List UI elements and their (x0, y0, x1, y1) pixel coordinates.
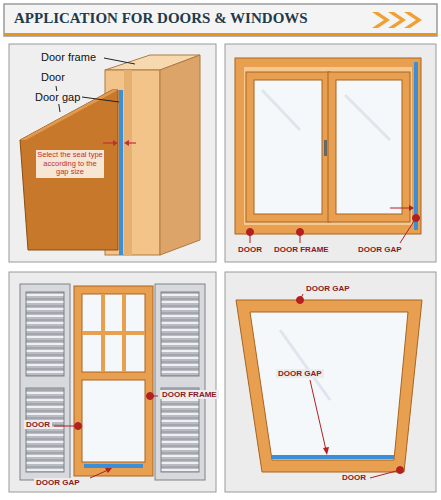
header-bar (404, 12, 422, 28)
part-label: DOOR FRAME (160, 390, 219, 399)
awning-window-drawing (236, 300, 422, 472)
seal-strip (119, 90, 123, 255)
window-drawing (345, 95, 390, 140)
header-bar (4, 4, 437, 36)
leader-line (150, 396, 158, 397)
part-label: Door frame (40, 51, 97, 64)
leader-line (54, 426, 78, 427)
gap-arrows (103, 142, 114, 143)
part-label: DOOR GAP (34, 478, 82, 487)
window-drawing (254, 80, 322, 214)
sash-window-drawing (74, 286, 153, 476)
part-label: DOOR GAP (356, 245, 404, 254)
leader-line (400, 218, 416, 243)
awning-window-drawing (250, 312, 408, 460)
window-drawing (246, 72, 330, 222)
door-frame-drawing (160, 55, 200, 255)
window-drawing (262, 90, 300, 130)
panel-frame (225, 44, 436, 262)
leader-line (409, 205, 414, 211)
leader-line (300, 294, 303, 300)
leader-line (300, 232, 301, 243)
awning-window-drawing (236, 300, 422, 472)
part-label: DOOR (340, 473, 368, 482)
gap-arrows (128, 142, 136, 143)
shutter-drawing (26, 292, 64, 376)
sash-window-drawing (74, 286, 153, 476)
leader-line (90, 470, 108, 478)
leader-line (105, 468, 112, 473)
leader-line (54, 393, 158, 479)
window-drawing (328, 72, 410, 222)
note-text: Select the seal type according to the ga… (36, 150, 104, 178)
part-label: DOOR GAP (276, 369, 324, 378)
shutter-drawing (20, 284, 205, 480)
panel-frame (9, 272, 216, 492)
door-frame-drawing (105, 55, 200, 255)
gap-arrows (124, 140, 129, 146)
leader-line (247, 205, 420, 243)
sash-window-drawing (82, 331, 145, 335)
part-label: DOOR GAP (304, 284, 352, 293)
window-drawing (414, 62, 418, 230)
leader-line (82, 97, 119, 102)
panel-frame (9, 44, 436, 492)
part-label: DOOR FRAME (272, 245, 331, 254)
header-bar (4, 33, 437, 36)
window-drawing (235, 58, 421, 234)
shutter-drawing (26, 388, 64, 472)
window-drawing (244, 67, 412, 225)
sash-window-drawing (82, 380, 145, 462)
window-drawing (336, 80, 402, 214)
sash-window-drawing (84, 464, 143, 468)
header-title: APPLICATION FOR DOORS & WINDOWS (14, 10, 308, 27)
panel-frame (225, 272, 436, 492)
door-frame-drawing (124, 70, 132, 255)
leader-line (56, 58, 135, 112)
gap-arrows (103, 140, 136, 146)
leader-line (310, 380, 326, 450)
panel-frame (9, 44, 216, 262)
header-bar (4, 4, 437, 36)
awning-window-drawing (280, 330, 330, 400)
shutter-drawing (161, 388, 199, 472)
leader-line (250, 232, 251, 243)
leader-line (370, 470, 400, 478)
window-drawing (235, 58, 421, 234)
seal-strip (119, 90, 123, 255)
shutter-drawing (161, 292, 199, 376)
door-drawing (20, 90, 118, 140)
leader-line (390, 208, 410, 209)
leader-line (104, 58, 135, 64)
leader-line (323, 447, 329, 455)
awning-window-drawing (272, 455, 394, 459)
door-drawing (20, 90, 118, 250)
sash-window-drawing (82, 294, 145, 372)
gap-arrows (113, 140, 118, 146)
part-label: Door gap (34, 91, 81, 104)
part-label: DOOR (24, 420, 52, 429)
part-label: DOOR (236, 245, 264, 254)
window-drawing (324, 140, 327, 156)
shutter-drawing (20, 284, 70, 480)
door-drawing (20, 90, 118, 250)
header-bar (372, 12, 390, 28)
header-bar (388, 12, 406, 28)
part-label: Door (40, 71, 66, 84)
leader-line (297, 294, 404, 478)
shutter-drawing (155, 284, 205, 480)
